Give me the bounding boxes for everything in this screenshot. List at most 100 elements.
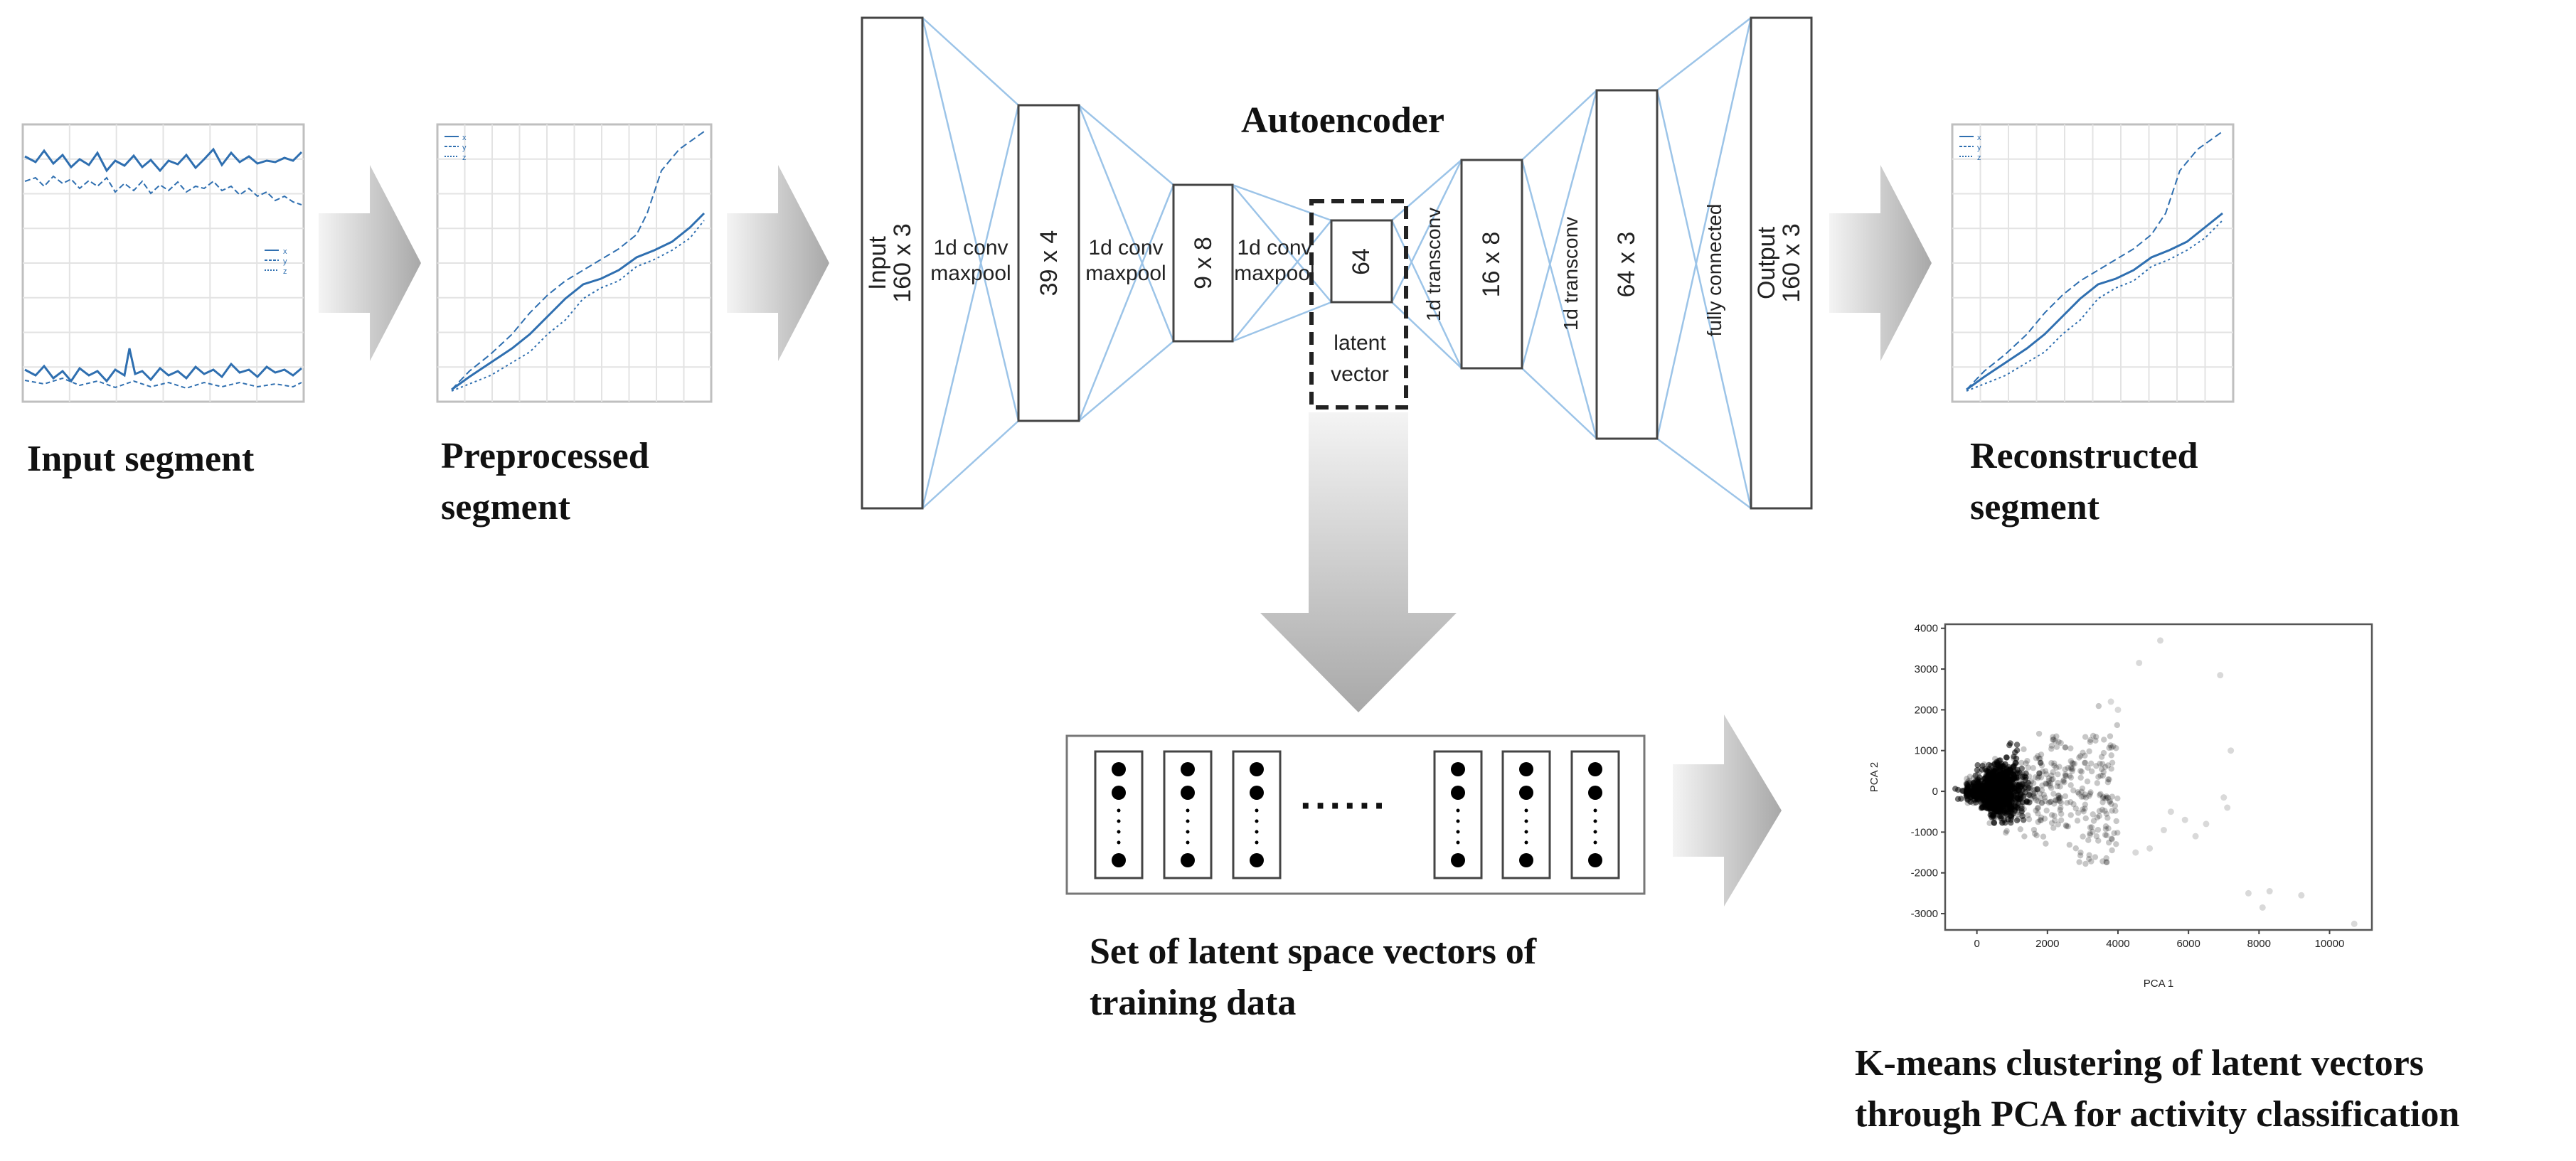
scatter-point <box>2002 791 2009 797</box>
scatter-point <box>2080 806 2086 813</box>
scatter-point <box>2100 749 2107 756</box>
scatter-point <box>2146 845 2154 852</box>
scatter-point <box>1972 793 1979 800</box>
scatter-point <box>2026 773 2033 780</box>
scatter-point <box>2035 775 2041 781</box>
scatter-point <box>2017 826 2024 833</box>
scatter-point <box>1994 789 2000 796</box>
scatter-point <box>1998 803 2006 810</box>
layer-input-label-2: 160 x 3 <box>889 223 916 303</box>
op-fully-connected: fully connected <box>1703 204 1725 337</box>
scatter-point <box>2086 748 2092 754</box>
preprocessed-caption-line-2: segment <box>441 487 571 528</box>
scatter-point <box>1992 781 1998 787</box>
scatter-point <box>2057 794 2064 801</box>
scatter-point <box>2074 818 2081 824</box>
op-conv2-line-1: 1d conv <box>1088 236 1163 260</box>
input-signal-lower <box>24 348 302 383</box>
y-tick-label: 3000 <box>1915 663 1938 675</box>
scatter-point <box>2014 811 2021 818</box>
reconstructed-signal-x <box>1966 212 2223 391</box>
scatter-point <box>1990 785 1996 791</box>
scatter-point <box>2104 776 2112 783</box>
scatter-point <box>2076 859 2082 865</box>
scatter-point <box>2028 786 2034 792</box>
scatter-point <box>2088 858 2095 865</box>
scatter-point <box>2010 785 2016 791</box>
scatter-point <box>2062 771 2069 778</box>
scatter-point <box>1964 790 1970 797</box>
scatter-point <box>2047 780 2053 786</box>
scatter-point <box>2102 764 2109 771</box>
scatter-point <box>2037 817 2043 823</box>
scatter-point <box>1964 782 1971 788</box>
scatter-point <box>2013 769 2020 775</box>
scatter-point <box>2086 855 2092 862</box>
scatter-point <box>1989 770 1996 776</box>
scatter-point <box>1989 788 1996 794</box>
scatter-point <box>2107 733 2114 739</box>
scatter-point <box>2028 778 2035 785</box>
scatter-point <box>1973 793 1979 800</box>
scatter-point <box>1975 796 1981 803</box>
vector-gap-dot <box>1255 819 1259 823</box>
scatter-point <box>1979 792 1986 799</box>
scatter-point <box>1979 786 1986 793</box>
scatter-point <box>2009 779 2016 786</box>
scatter-point <box>2020 793 2027 799</box>
scatter-point <box>2090 828 2096 835</box>
scatter-point <box>1971 789 1977 796</box>
scatter-point <box>2114 706 2122 713</box>
network-connections <box>921 17 1752 510</box>
scatter-point <box>1986 794 1993 801</box>
vector-gap-dot <box>1186 840 1190 845</box>
scatter-point <box>2006 783 2013 790</box>
scatter-point <box>1963 785 1970 791</box>
scatter-point <box>1969 784 1976 791</box>
scatter-point <box>2001 762 2007 769</box>
scatter-point <box>1990 784 1997 791</box>
vector-element-dot <box>1588 853 1602 867</box>
scatter-point <box>2108 801 2114 807</box>
scatter-point <box>1997 793 2004 799</box>
scatter-point <box>2034 786 2040 793</box>
scatter-point <box>1972 783 1979 790</box>
scatter-point <box>1969 791 1976 798</box>
latent-vector-highlight <box>1309 199 1408 410</box>
scatter-point <box>2008 813 2015 819</box>
scatter-point <box>1963 792 1970 798</box>
scatter-point <box>2032 774 2039 781</box>
op-conv3-line-2: maxpool <box>1234 262 1314 285</box>
scatter-point <box>2066 842 2072 848</box>
scatter-point <box>1991 820 1998 826</box>
scatter-point <box>2051 760 2058 766</box>
scatter-point <box>1985 781 1991 788</box>
scatter-point <box>2024 786 2031 793</box>
scatter-point <box>2092 854 2099 860</box>
scatter-point <box>1985 793 1991 800</box>
scatter-point <box>1964 789 1970 796</box>
scatter-point <box>1979 789 1986 796</box>
scatter-point <box>2033 832 2040 839</box>
scatter-point <box>1991 768 1998 774</box>
scatter-point <box>2103 810 2110 817</box>
vector-gap-dot <box>1456 830 1460 834</box>
scatter-point <box>1966 791 1972 798</box>
scatter-point <box>1984 780 1991 786</box>
scatter-point <box>2014 795 2021 801</box>
scatter-point <box>1963 788 1970 795</box>
scatter-point <box>1975 786 1981 793</box>
scatter-point <box>1972 783 1979 791</box>
scatter-point <box>1976 787 1982 793</box>
scatter-point <box>2021 806 2027 813</box>
scatter-point <box>1974 766 1981 774</box>
vector-gap-dot <box>1524 819 1528 823</box>
dense-cluster <box>1952 702 2121 867</box>
scatter-point <box>2031 826 2038 833</box>
scatter-point <box>1985 768 1991 775</box>
scatter-point <box>2031 793 2038 800</box>
latent-set-caption-line-2: training data <box>1090 983 1296 1023</box>
scatter-point <box>2070 761 2077 767</box>
scatter-point <box>1964 793 1970 800</box>
